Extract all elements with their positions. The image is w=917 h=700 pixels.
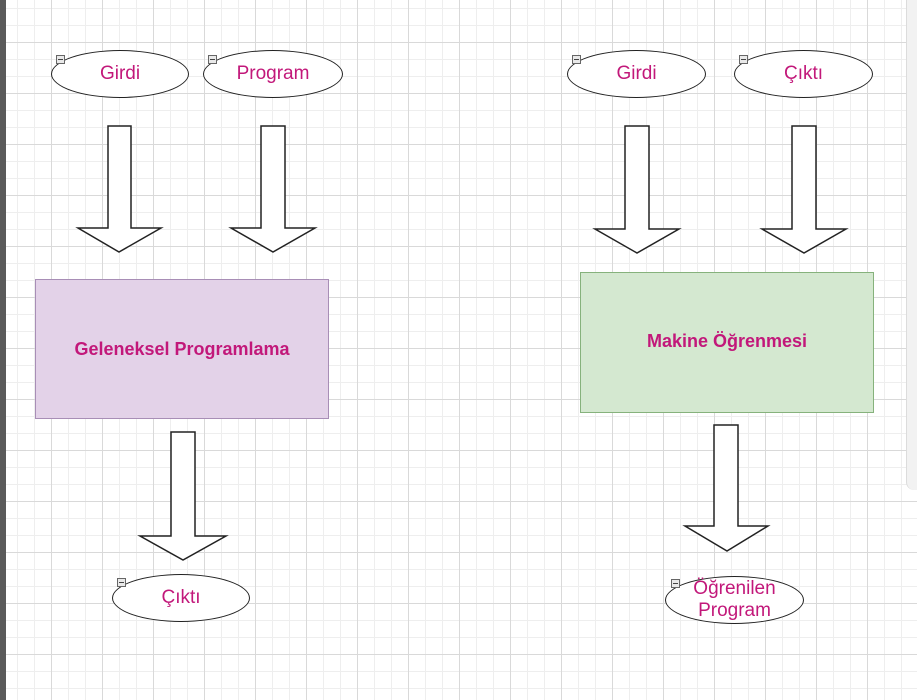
arrow-right-girdi-down xyxy=(592,125,682,254)
window-left-border xyxy=(0,0,6,700)
arrow-left-program-down xyxy=(228,125,318,253)
left-input-program[interactable]: Program xyxy=(203,50,343,98)
left-input-program-label: Program xyxy=(236,63,310,84)
arrow-left-process-down xyxy=(137,431,229,561)
right-output-learned-program[interactable]: Öğrenilen Program xyxy=(665,576,804,624)
collapse-minus-icon[interactable] xyxy=(117,578,126,587)
left-input-girdi-label: Girdi xyxy=(99,63,141,84)
collapse-minus-icon[interactable] xyxy=(671,579,680,588)
collapse-minus-icon[interactable] xyxy=(572,55,581,64)
left-input-girdi[interactable]: Girdi xyxy=(51,50,189,98)
right-output-learned-program-label: Öğrenilen Program xyxy=(693,578,776,621)
right-input-cikti[interactable]: Çıktı xyxy=(734,50,873,98)
process-box-machine-learning-label: Makine Öğrenmesi xyxy=(646,331,808,351)
collapse-minus-icon[interactable] xyxy=(56,55,65,64)
collapse-minus-icon[interactable] xyxy=(208,55,217,64)
arrow-right-process-down xyxy=(682,424,771,552)
left-output-cikti-label: Çıktı xyxy=(161,587,201,608)
arrow-left-girdi-down xyxy=(75,125,164,253)
right-input-girdi[interactable]: Girdi xyxy=(567,50,706,98)
process-box-traditional-programming-label: Geleneksel Programlama xyxy=(74,338,290,359)
process-box-machine-learning[interactable]: Makine Öğrenmesi xyxy=(580,272,874,413)
process-box-traditional-programming[interactable]: Geleneksel Programlama xyxy=(35,279,329,419)
scrollbar[interactable] xyxy=(906,0,917,490)
left-output-cikti[interactable]: Çıktı xyxy=(112,574,250,622)
arrow-right-cikti-down xyxy=(759,125,849,254)
right-input-cikti-label: Çıktı xyxy=(783,63,824,84)
right-input-girdi-label: Girdi xyxy=(616,63,657,84)
collapse-minus-icon[interactable] xyxy=(739,55,748,64)
